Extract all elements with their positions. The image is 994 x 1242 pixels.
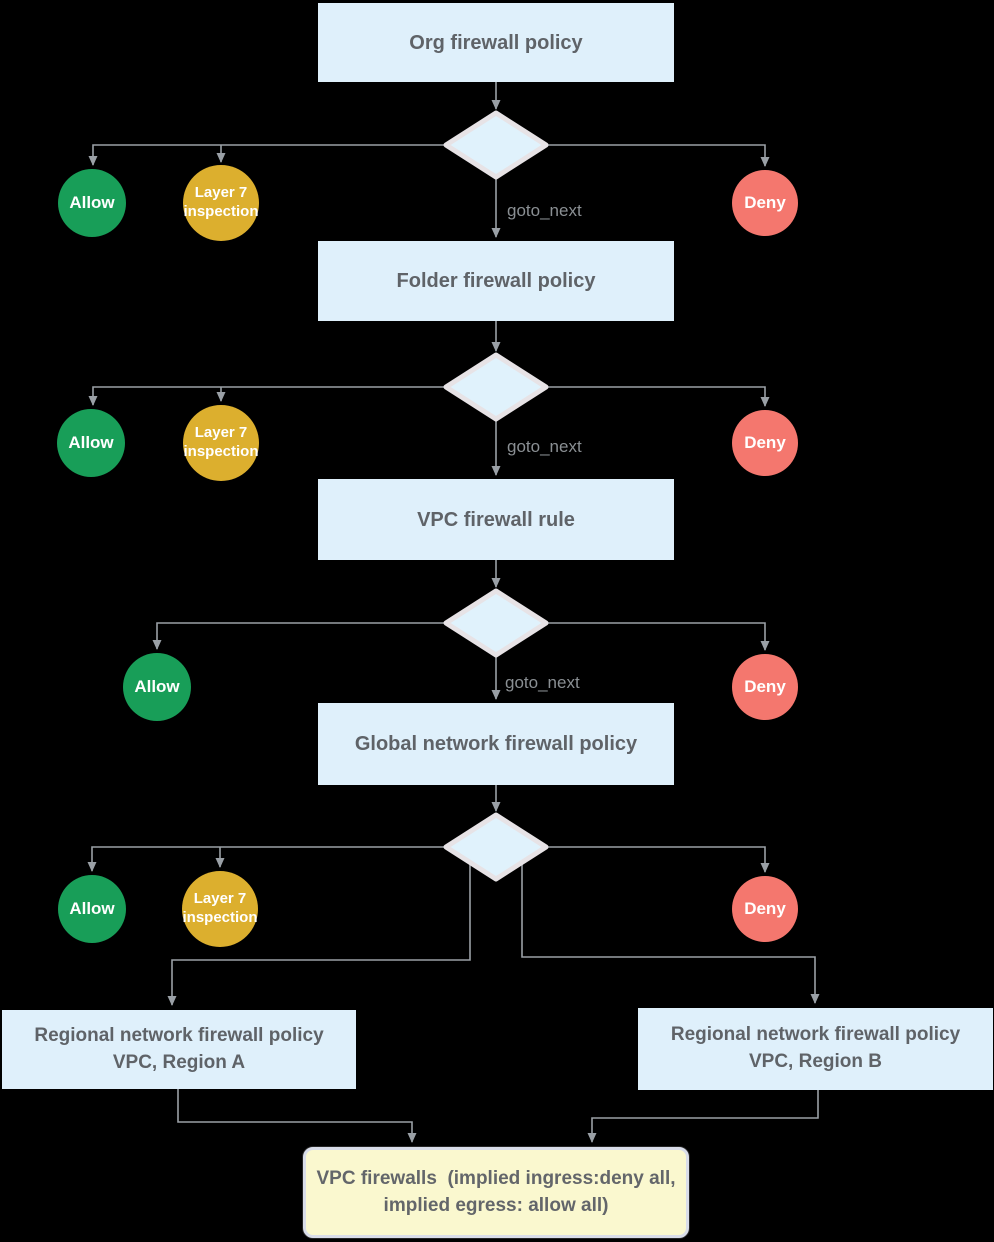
terminal-label: Allow (134, 677, 180, 697)
terminal-allow-4: Allow (58, 875, 126, 943)
edge-label-goto-next-3: goto_next (505, 673, 580, 692)
terminal-label: Deny (744, 433, 786, 453)
edge-region-b-to-vpcfirewalls (587, 1090, 819, 1143)
node-label-line2: VPC, Region B (748, 1051, 882, 1072)
terminal-deny-1: Deny (732, 170, 798, 236)
terminal-deny-3: Deny (732, 654, 798, 720)
node-label: Org firewall policy (409, 31, 583, 54)
node-label-line1: VPC firewalls (implied ingress:deny all, (316, 1167, 676, 1189)
edge-decision3-deny (546, 622, 770, 651)
edge-decision4-allow (87, 846, 446, 872)
terminal-layer7-inspection-4: Layer 7 inspection (182, 871, 258, 947)
terminal-label-line2: inspection (182, 909, 258, 926)
node-label-line1: Regional network firewall policy (670, 1024, 961, 1046)
node-regional-policy-region-b: Regional network firewall policy VPC, Re… (638, 1008, 993, 1090)
node-vpc-firewall-rule: VPC firewall rule (318, 479, 674, 560)
node-label: Global network firewall policy (354, 733, 638, 755)
decision-diamond-org (443, 110, 549, 180)
node-vpc-firewalls: VPC firewalls (implied ingress:deny all,… (303, 1147, 689, 1238)
node-label: Folder firewall policy (396, 270, 596, 292)
terminal-deny-2: Deny (732, 410, 798, 476)
terminal-label: Deny (744, 677, 786, 697)
terminal-layer7-inspection-1: Layer 7 inspection (183, 165, 259, 241)
terminal-label: Deny (744, 193, 786, 213)
terminal-label: Deny (744, 899, 786, 919)
terminal-label-line2: inspection (183, 443, 259, 460)
terminal-allow-3: Allow (123, 653, 191, 721)
node-label: VPC firewall rule (417, 508, 575, 531)
terminal-allow-2: Allow (57, 409, 125, 477)
terminal-layer7-inspection-2: Layer 7 inspection (183, 405, 259, 481)
terminal-deny-4: Deny (732, 876, 798, 942)
edge-label-goto-next-2: goto_next (507, 437, 582, 456)
node-org-firewall-policy: Org firewall policy (318, 3, 674, 82)
node-regional-policy-region-a: Regional network firewall policy VPC, Re… (2, 1010, 356, 1089)
node-global-network-firewall-policy: Global network firewall policy (318, 703, 674, 785)
edge-decision1-deny (546, 144, 770, 167)
decision-diamond-folder (443, 352, 549, 422)
edge-region-a-to-vpcfirewalls (177, 1089, 417, 1143)
edge-decision4-region-b (521, 863, 820, 1004)
node-label-line2: implied egress: allow all) (383, 1194, 609, 1216)
edge-decision2-allow (88, 386, 446, 406)
terminal-label-line2: inspection (183, 203, 259, 220)
node-label-line2: VPC, Region A (112, 1051, 246, 1073)
edge-decision3-allow (152, 622, 446, 650)
edge-label-goto-next-1: goto_next (507, 201, 582, 220)
edge-decision4-deny (546, 846, 770, 873)
terminal-label-line1: Layer 7 (194, 184, 248, 202)
edge-decision4-region-a (167, 863, 471, 1006)
edge-decision2-deny (546, 386, 770, 407)
terminal-allow-1: Allow (58, 169, 126, 237)
decision-diamond-vpc-rule (443, 588, 549, 658)
edge-decision1-allow (88, 144, 446, 166)
terminal-label: Allow (69, 899, 115, 919)
terminal-label: Allow (69, 193, 115, 213)
terminal-label-line1: Layer 7 (193, 890, 247, 908)
node-label-line1: Regional network firewall policy (34, 1024, 324, 1046)
terminal-label-line1: Layer 7 (194, 424, 248, 442)
terminal-label: Allow (68, 433, 114, 453)
node-folder-firewall-policy: Folder firewall policy (318, 241, 674, 321)
decision-diamond-global (443, 812, 549, 882)
